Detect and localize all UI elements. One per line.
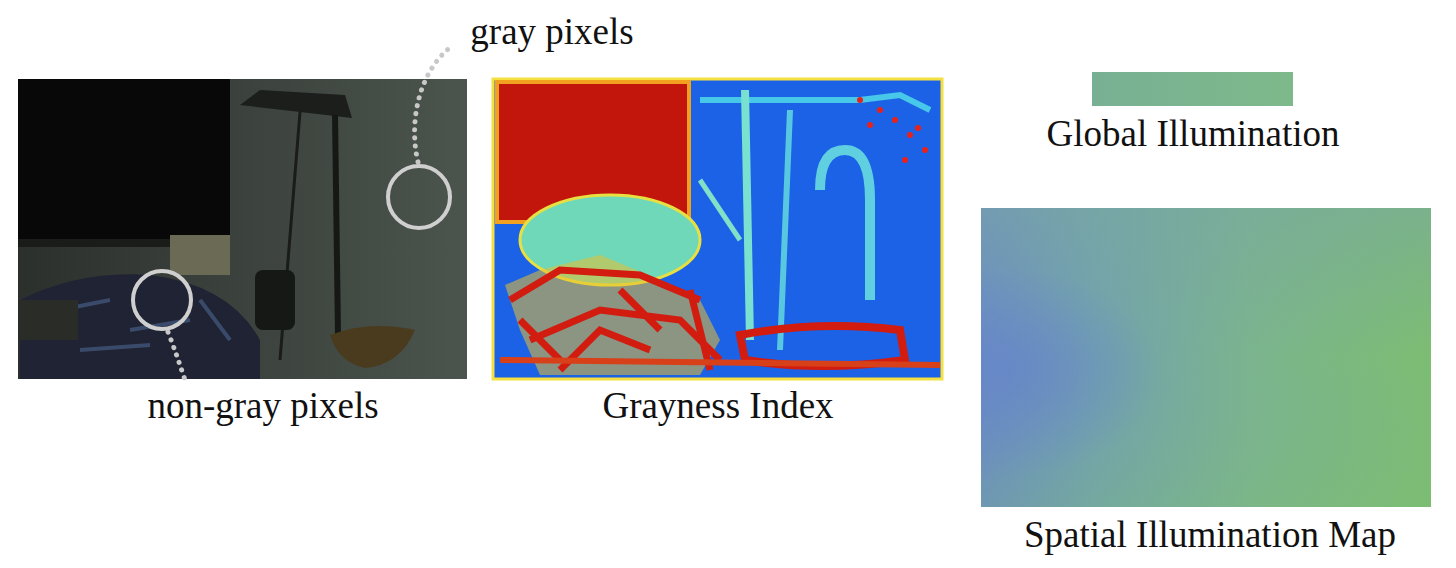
caption-label: gray pixels xyxy=(470,12,633,53)
caption-label: Spatial Illumination Map xyxy=(1024,515,1396,556)
global-illumination-swatch xyxy=(1092,72,1293,106)
spatial-illumination-map xyxy=(981,208,1431,507)
caption-label: Grayness Index xyxy=(602,386,833,427)
caption-label: non-gray pixels xyxy=(147,386,378,427)
caption-label: Global Illumination xyxy=(1047,114,1340,155)
grayness-heatmap xyxy=(493,79,942,379)
scene-photo xyxy=(18,46,467,383)
